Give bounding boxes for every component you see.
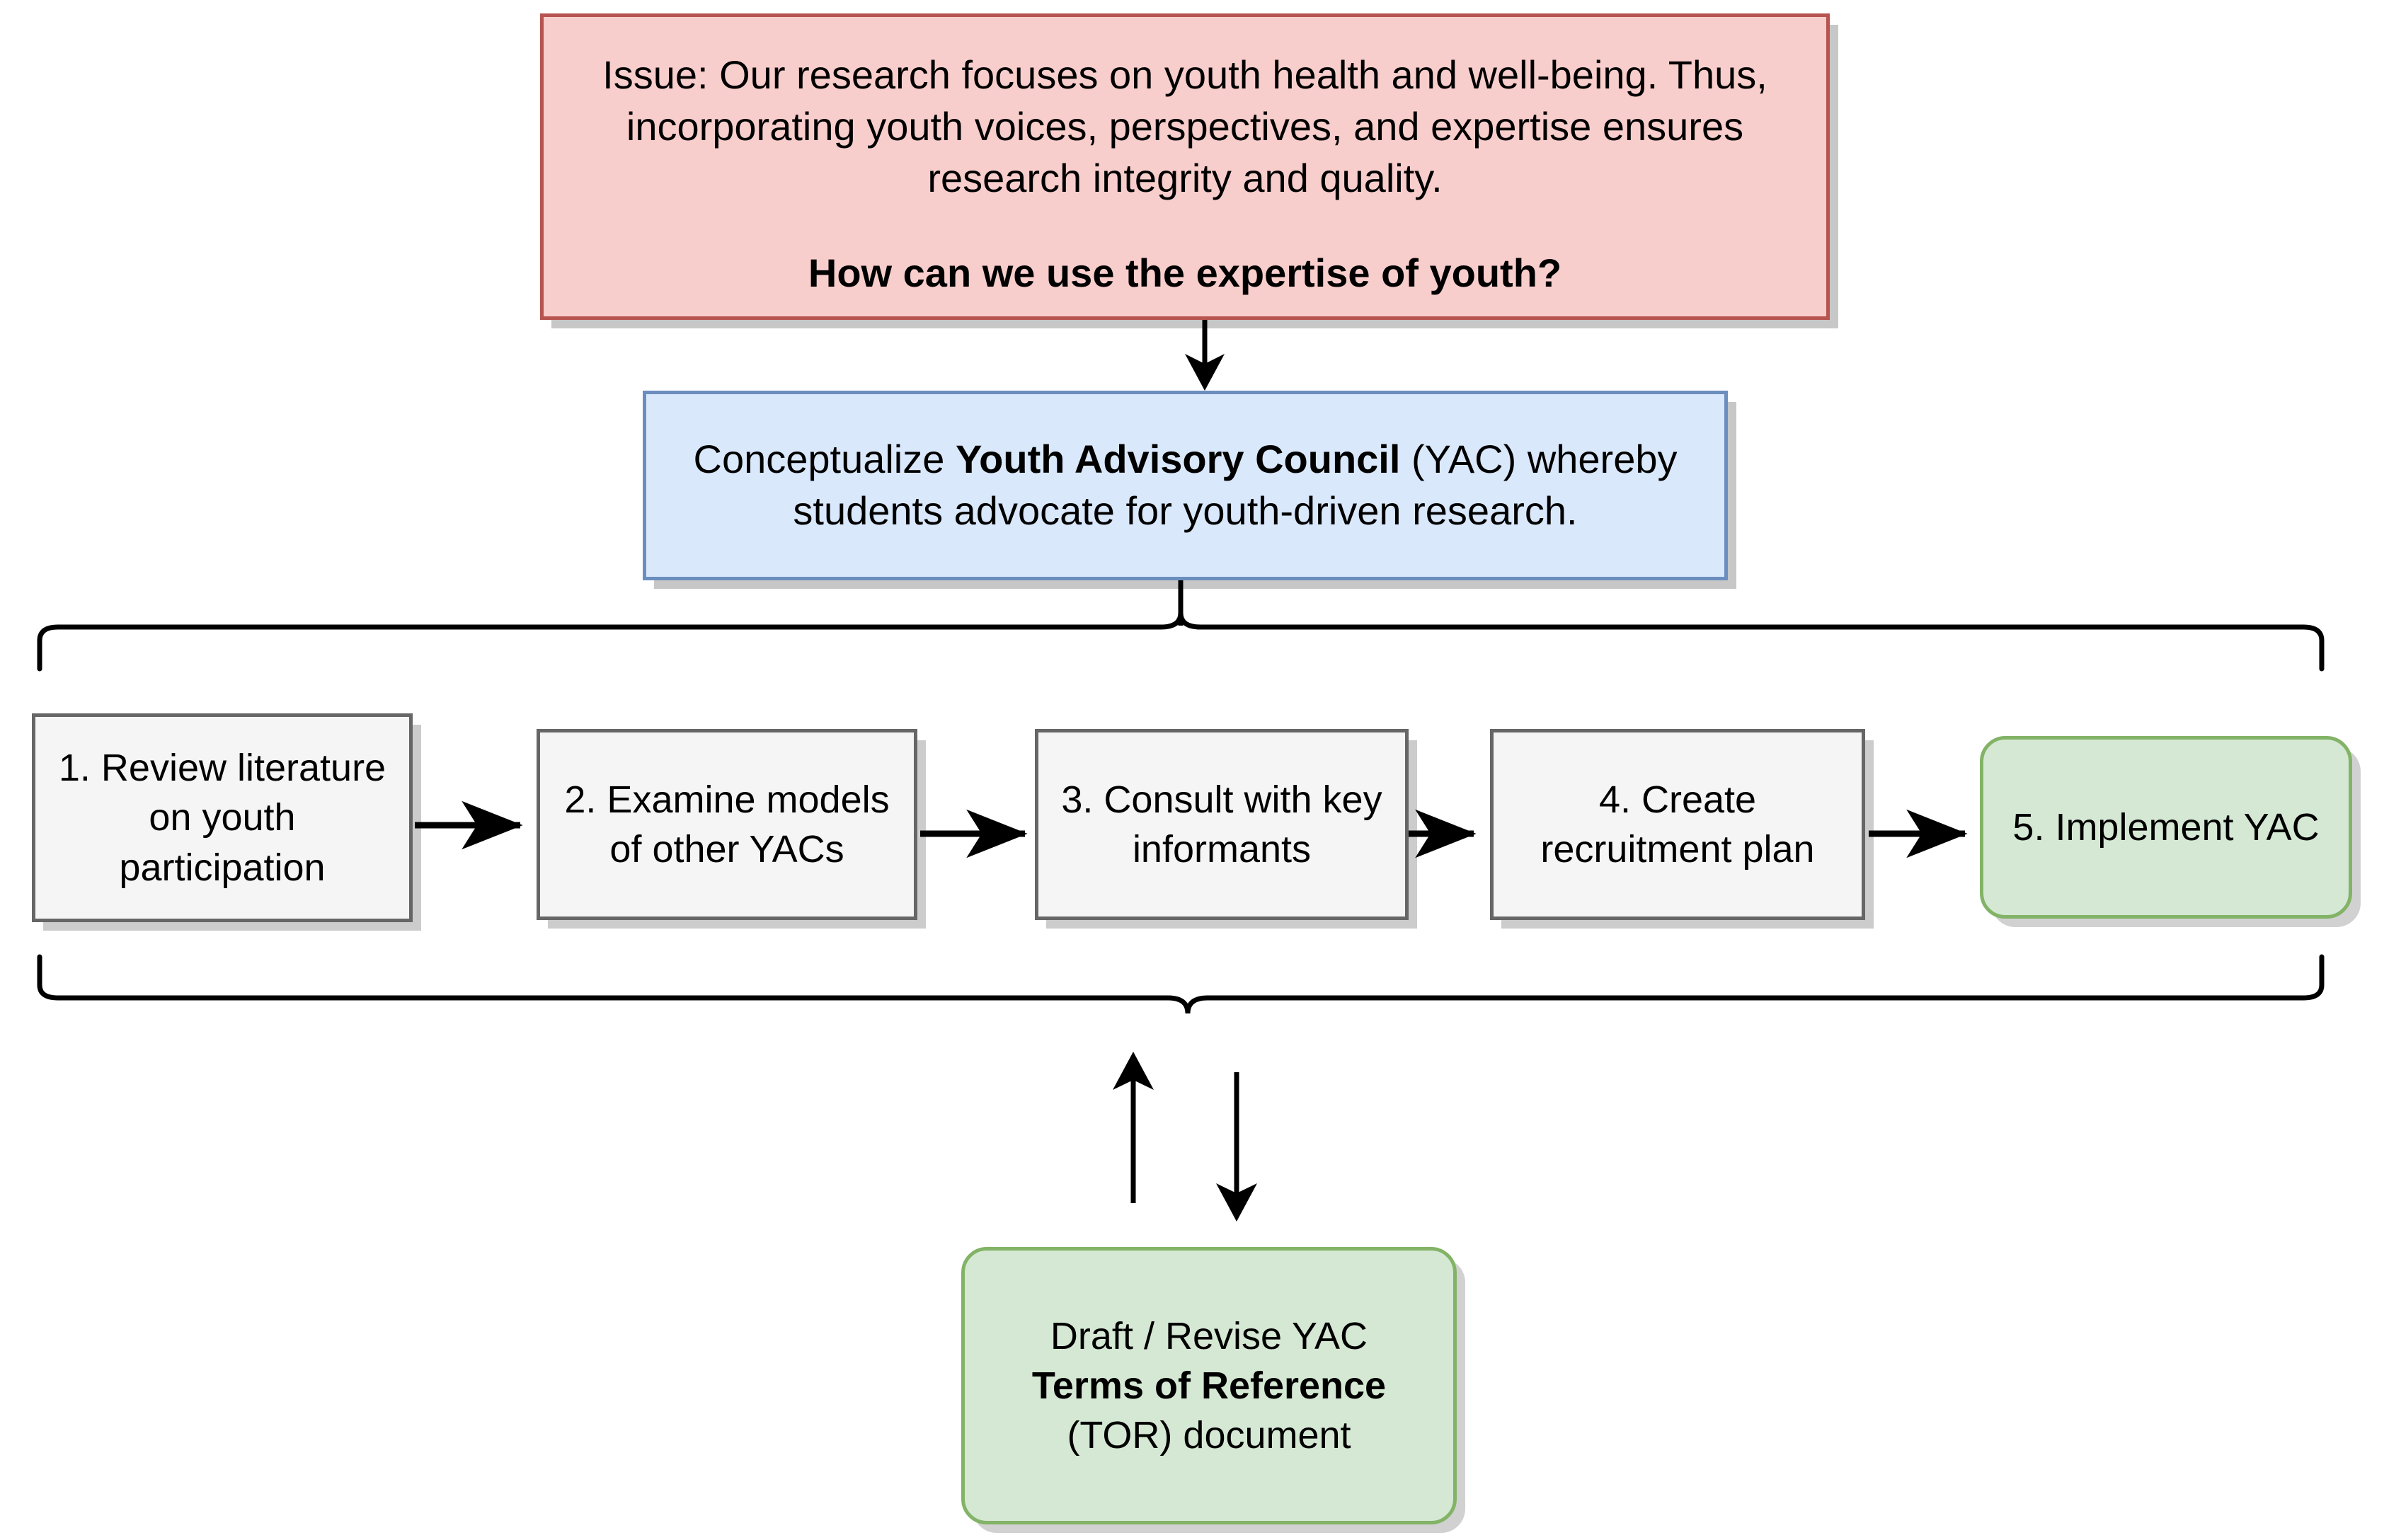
tor-line-1: Draft / Revise YAC xyxy=(1050,1314,1368,1357)
step-label-1: 1. Review literature on youth participat… xyxy=(58,747,386,889)
concept-text: Conceptualize Youth Advisory Council (YA… xyxy=(646,434,1724,537)
arrow-process-to-tor xyxy=(1216,1072,1257,1222)
step-box-1[interactable]: 1. Review literature on youth participat… xyxy=(32,713,413,922)
step-label-3: 3. Consult with key informants xyxy=(1061,778,1382,870)
tor-box[interactable]: Draft / Revise YAC Terms of Reference (T… xyxy=(961,1247,1457,1524)
brace-top xyxy=(37,612,2325,672)
issue-paragraph: Issue: Our research focuses on youth hea… xyxy=(602,52,1767,200)
concept-tail: (YAC) whereby students advocate for yout… xyxy=(793,437,1678,533)
step-box-4[interactable]: 4. Create recruitment plan xyxy=(1490,729,1865,920)
issue-question: How can we use the expertise of youth? xyxy=(808,251,1562,296)
step-box-5[interactable]: 5. Implement YAC xyxy=(1980,736,2352,919)
step-label-2: 2. Examine models of other YACs xyxy=(564,778,890,870)
step-label-5: 5. Implement YAC xyxy=(2012,805,2320,849)
concept-box: Conceptualize Youth Advisory Council (YA… xyxy=(643,391,1728,580)
arrow-tor-to-process xyxy=(1113,1052,1154,1203)
tor-line-2: Terms of Reference xyxy=(1031,1364,1387,1407)
step-box-3[interactable]: 3. Consult with key informants xyxy=(1035,729,1409,920)
tor-line-3: (TOR) document xyxy=(1067,1414,1351,1457)
concept-lead: Conceptualize xyxy=(693,437,956,482)
brace-bottom xyxy=(37,954,2325,1014)
concept-bold-term: Youth Advisory Council xyxy=(955,437,1401,482)
step-box-2[interactable]: 2. Examine models of other YACs xyxy=(537,729,917,920)
arrow-issue-to-concept xyxy=(1185,320,1225,391)
issue-box: Issue: Our research focuses on youth hea… xyxy=(540,13,1830,320)
step-label-4: 4. Create recruitment plan xyxy=(1540,778,1815,870)
